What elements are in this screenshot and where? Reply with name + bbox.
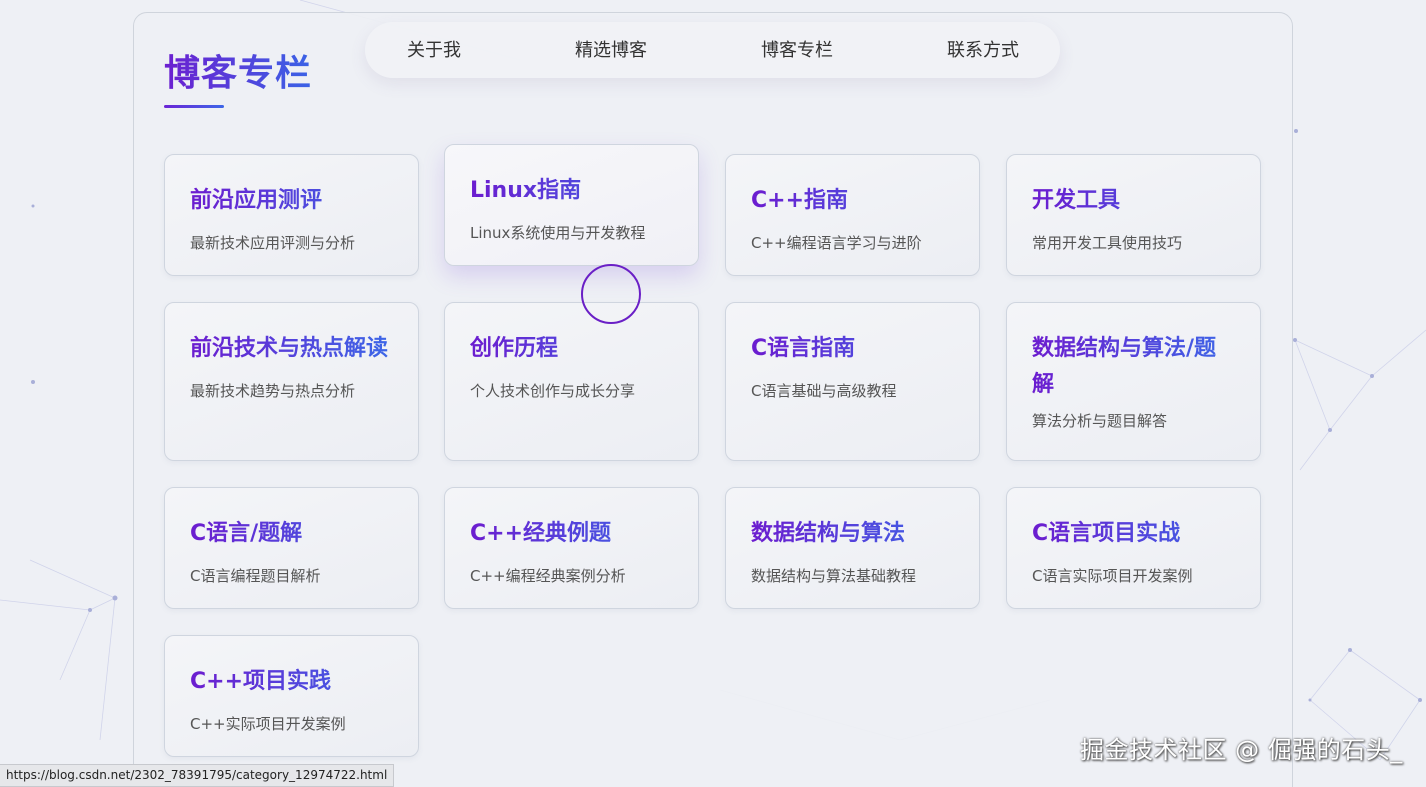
column-card-dsa[interactable]: 数据结构与算法 数据结构与算法基础教程 — [725, 487, 980, 609]
card-title: C语言指南 — [751, 331, 954, 367]
card-description: Linux系统使用与开发教程 — [470, 224, 646, 242]
column-card-c-solutions[interactable]: C语言/题解 C语言编程题目解析 — [164, 487, 419, 609]
nav-item-blog-columns[interactable]: 博客专栏 — [761, 40, 833, 61]
card-title: Linux指南 — [470, 173, 673, 209]
card-title: 开发工具 — [1032, 183, 1235, 219]
card-description: 个人技术创作与成长分享 — [470, 382, 636, 400]
column-card-dev-tools[interactable]: 开发工具 常用开发工具使用技巧 — [1006, 154, 1261, 276]
card-title: 创作历程 — [470, 331, 673, 367]
column-card-creation-journey[interactable]: 创作历程 个人技术创作与成长分享 — [444, 302, 699, 461]
column-card-cpp-guide[interactable]: C++指南 C++编程语言学习与进阶 — [725, 154, 980, 276]
column-card-cpp-projects[interactable]: C++项目实践 C++实际项目开发案例 — [164, 635, 419, 757]
nav-item-about[interactable]: 关于我 — [407, 40, 461, 61]
card-description: 数据结构与算法基础教程 — [751, 567, 917, 585]
card-description: 常用开发工具使用技巧 — [1032, 234, 1183, 252]
nav-item-featured-blogs[interactable]: 精选博客 — [575, 40, 647, 61]
column-card-frontier-tech-hotspots[interactable]: 前沿技术与热点解读 最新技术趋势与热点分析 — [164, 302, 419, 461]
status-bar-url: https://blog.csdn.net/2302_78391795/cate… — [0, 764, 395, 787]
card-title: C++指南 — [751, 183, 954, 219]
card-description: C++编程语言学习与进阶 — [751, 234, 922, 252]
card-description: C++实际项目开发案例 — [190, 715, 346, 733]
card-description: 算法分析与题目解答 — [1032, 412, 1168, 430]
column-card-c-projects[interactable]: C语言项目实战 C语言实际项目开发案例 — [1006, 487, 1261, 609]
card-title: C++项目实践 — [190, 664, 393, 700]
watermark-text: 掘金技术社区 @ 倔强的石头_ — [1080, 736, 1403, 764]
card-title: C语言项目实战 — [1032, 516, 1235, 552]
title-underline — [164, 105, 224, 108]
card-title: 数据结构与算法 — [751, 516, 954, 552]
card-title: 数据结构与算法/题解 — [1032, 331, 1235, 403]
column-card-c-language-guide[interactable]: C语言指南 C语言基础与高级教程 — [725, 302, 980, 461]
mouse-cursor-ring — [581, 264, 641, 324]
card-title: 前沿应用测评 — [190, 183, 393, 219]
column-card-frontier-app-review[interactable]: 前沿应用测评 最新技术应用评测与分析 — [164, 154, 419, 276]
page-title: 博客专栏 — [164, 53, 313, 94]
card-description: 最新技术应用评测与分析 — [190, 234, 356, 252]
top-navigation: 关于我 精选博客 博客专栏 联系方式 — [365, 22, 1060, 78]
card-title: 前沿技术与热点解读 — [190, 331, 393, 367]
nav-item-contact[interactable]: 联系方式 — [947, 40, 1019, 61]
column-card-linux-guide[interactable]: Linux指南 Linux系统使用与开发教程 — [444, 144, 699, 266]
card-description: C语言实际项目开发案例 — [1032, 567, 1193, 585]
column-card-cpp-classic-examples[interactable]: C++经典例题 C++编程经典案例分析 — [444, 487, 699, 609]
card-title: C语言/题解 — [190, 516, 393, 552]
card-description: 最新技术趋势与热点分析 — [190, 382, 356, 400]
card-description: C++编程经典案例分析 — [470, 567, 626, 585]
card-description: C语言编程题目解析 — [190, 567, 321, 585]
card-title: C++经典例题 — [470, 516, 673, 552]
card-description: C语言基础与高级教程 — [751, 382, 897, 400]
column-card-dsa-solutions[interactable]: 数据结构与算法/题解 算法分析与题目解答 — [1006, 302, 1261, 461]
